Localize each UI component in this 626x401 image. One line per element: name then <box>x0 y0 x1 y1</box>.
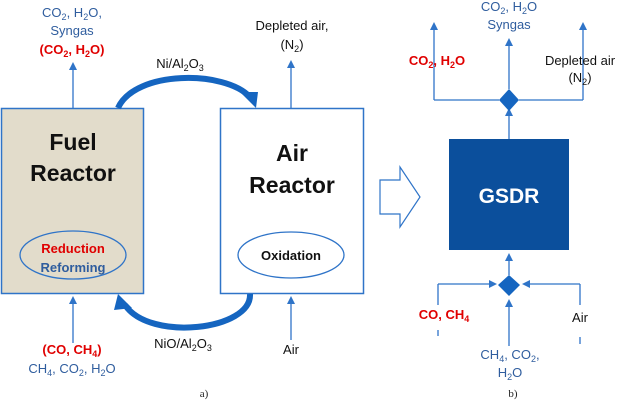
fuel-outlet-line2: Syngas <box>50 23 94 38</box>
air-outlet-line1: Depleted air, <box>256 18 329 33</box>
air-inlet-label: Air <box>283 342 300 357</box>
outlet-right-line1: Depleted air <box>545 53 616 68</box>
fuel-outlet-line1: CO2, H2O, <box>42 5 102 22</box>
panel-a: Fuel Reactor Reduction Reforming CO2, H2… <box>0 5 365 400</box>
outlet-right-line2: (N2) <box>568 70 591 87</box>
outlet-left-label: CO2, H2O <box>409 53 465 70</box>
gsdr-label: GSDR <box>479 185 540 208</box>
inlet-right-label: Air <box>572 310 589 325</box>
panel-b-caption: b) <box>508 388 518 400</box>
inlet-center-line1: CH4, CO2, <box>480 347 539 364</box>
panel-b: GSDR CO2, H2O CO2, H2O Syngas Depleted a… <box>409 0 616 400</box>
outlet-splitter-node <box>499 89 519 111</box>
bottom-arrow-head <box>114 294 132 310</box>
fuel-inlet-line1: (CO, CH4) <box>42 342 101 359</box>
top-transfer-label: Ni/Al2O3 <box>156 56 204 73</box>
fuel-reactor-title-line2: Reactor <box>30 160 116 186</box>
fuel-outlet-line3: (CO2, H2O) <box>40 42 105 59</box>
fuel-reactor-box <box>0 107 145 295</box>
bottom-transfer-label: NiO/Al2O3 <box>154 336 212 353</box>
air-reactor-title-line2: Reactor <box>249 172 335 198</box>
fuel-inlet-line2: CH4, CO2, H2O <box>28 361 115 378</box>
top-arrow-head <box>240 92 258 108</box>
inlet-mixer-node <box>498 275 520 296</box>
oxygen-carrier-transfer-arrow-bottom <box>122 293 254 331</box>
transition-arrow-icon <box>379 165 421 229</box>
air-reactor-box <box>219 107 365 295</box>
fuel-reactor-title-line1: Fuel <box>49 129 96 155</box>
fuel-reactor-process-ellipse <box>19 230 127 280</box>
outlet-center-line1: CO2, H2O <box>481 0 537 16</box>
panel-a-caption: a) <box>200 388 209 400</box>
reforming-label: Reforming <box>41 260 106 275</box>
air-reactor-title-line1: Air <box>276 140 308 166</box>
reduction-label: Reduction <box>41 241 105 256</box>
oxidation-label: Oxidation <box>261 248 321 263</box>
inlet-center-line2: H2O <box>498 365 523 382</box>
oxygen-carrier-transfer-arrow-top <box>115 74 253 110</box>
air-reactor-process-ellipse <box>237 231 345 279</box>
air-outlet-line2: (N2) <box>280 37 303 54</box>
gsdr-reactor-box <box>449 139 569 250</box>
inlet-left-label: CO, CH4 <box>419 307 470 324</box>
outlet-center-line2: Syngas <box>487 17 531 32</box>
